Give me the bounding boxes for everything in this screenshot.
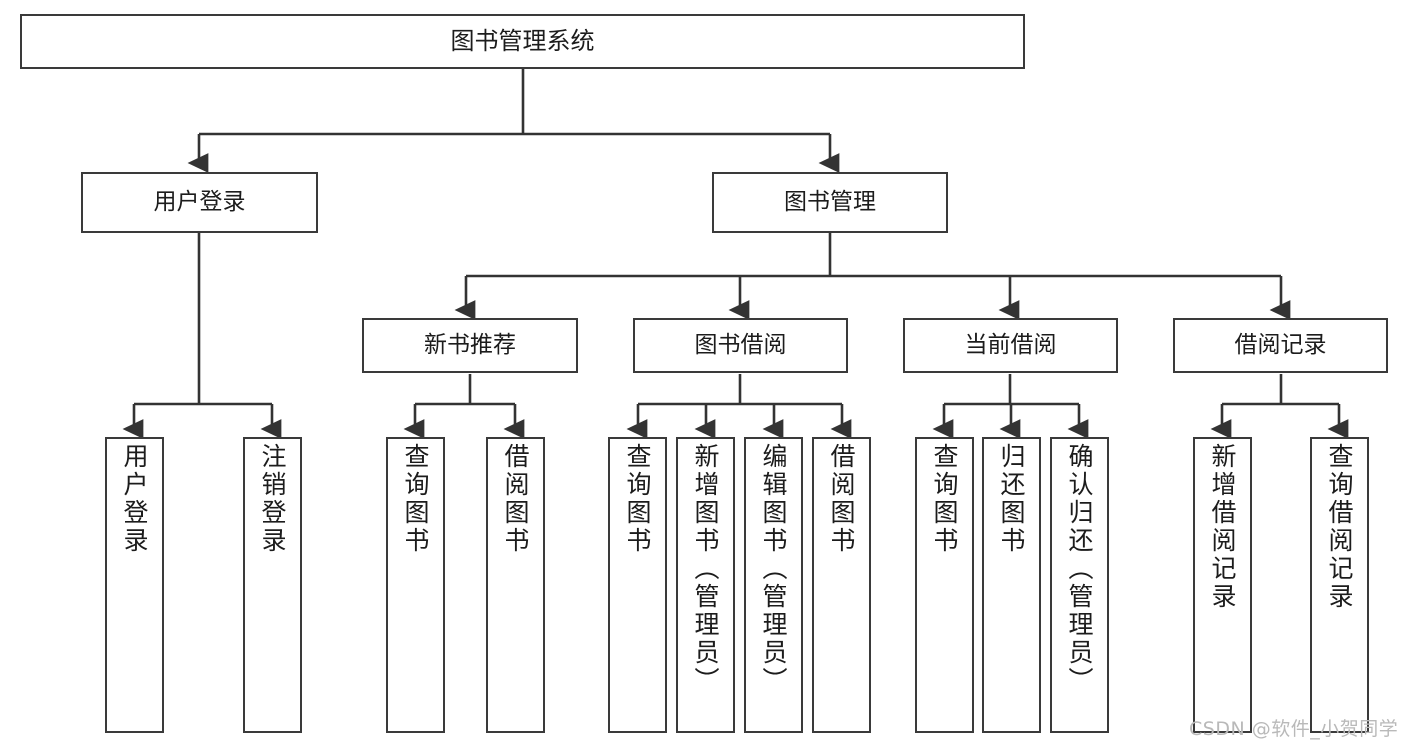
node-root-label: 图书管理系统 [450,27,595,56]
leaf-add-borrow-record-label: 新增借阅记录 [1208,443,1237,611]
leaf-edit-book-admin-label: 编辑图书（管理员） [759,443,788,695]
leaf-borrow-book-2-label: 借阅图书 [827,443,856,555]
node-current-borrow-label: 当前借阅 [964,331,1057,358]
node-user-login-label: 用户登录 [153,188,246,215]
node-book-management[interactable]: 图书管理 [712,172,948,233]
node-borrow-record[interactable]: 借阅记录 [1173,318,1388,373]
node-root[interactable]: 图书管理系统 [20,14,1025,69]
node-borrow-record-label: 借阅记录 [1234,331,1327,358]
leaf-add-book-admin[interactable]: 新增图书（管理员） [676,437,735,733]
node-user-login[interactable]: 用户登录 [81,172,318,233]
leaf-user-login[interactable]: 用户登录 [105,437,164,733]
leaf-add-book-admin-label: 新增图书（管理员） [691,443,720,695]
leaf-query-borrow-record-label: 查询借阅记录 [1325,443,1354,611]
node-book-borrow-label: 图书借阅 [694,331,787,358]
leaf-query-borrow-record[interactable]: 查询借阅记录 [1310,437,1369,733]
leaf-return-book[interactable]: 归还图书 [982,437,1041,733]
leaf-query-book-2[interactable]: 查询图书 [608,437,667,733]
leaf-logout-label: 注销登录 [258,443,287,555]
leaf-borrow-book-1[interactable]: 借阅图书 [486,437,545,733]
leaf-user-login-label: 用户登录 [120,443,149,555]
leaf-query-book-1[interactable]: 查询图书 [386,437,445,733]
node-new-book-recommend-label: 新书推荐 [424,331,516,358]
leaf-add-borrow-record[interactable]: 新增借阅记录 [1193,437,1252,733]
leaf-logout[interactable]: 注销登录 [243,437,302,733]
node-book-borrow[interactable]: 图书借阅 [633,318,848,373]
node-current-borrow[interactable]: 当前借阅 [903,318,1118,373]
leaf-borrow-book-2[interactable]: 借阅图书 [812,437,871,733]
leaf-borrow-book-1-label: 借阅图书 [501,443,530,555]
leaf-query-book-3-label: 查询图书 [930,443,959,555]
leaf-confirm-return-admin[interactable]: 确认归还（管理员） [1050,437,1109,733]
watermark: CSDN @软件_小贺同学 [1189,718,1399,740]
node-new-book-recommend[interactable]: 新书推荐 [362,318,578,373]
leaf-query-book-3[interactable]: 查询图书 [915,437,974,733]
leaf-edit-book-admin[interactable]: 编辑图书（管理员） [744,437,803,733]
leaf-query-book-1-label: 查询图书 [401,443,430,555]
leaf-return-book-label: 归还图书 [997,443,1026,555]
node-book-management-label: 图书管理 [784,188,876,215]
leaf-confirm-return-admin-label: 确认归还（管理员） [1065,443,1094,695]
leaf-query-book-2-label: 查询图书 [623,443,652,555]
